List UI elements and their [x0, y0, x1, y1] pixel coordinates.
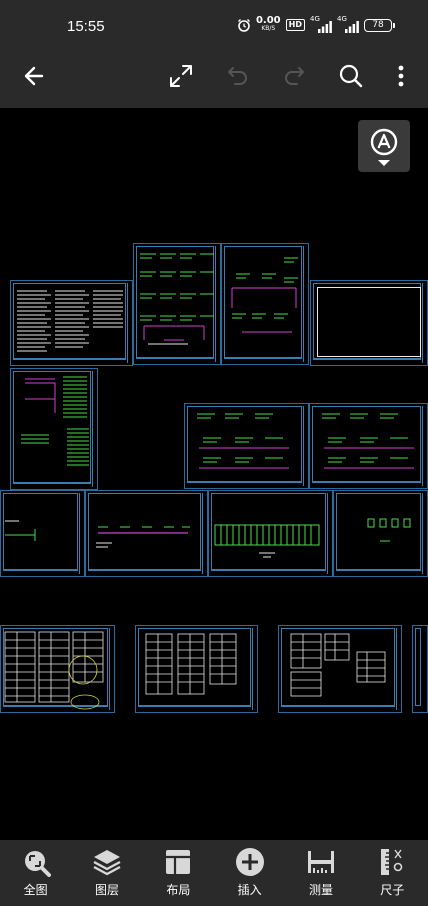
nav-label: 布局	[166, 883, 191, 897]
measure-icon	[307, 851, 334, 873]
nav-label: 图层	[94, 883, 119, 897]
status-time: 15:55	[67, 18, 105, 35]
drawing-sheet[interactable]	[0, 490, 85, 577]
sheet-table	[4, 631, 104, 710]
nav-layers[interactable]: 图层	[71, 840, 142, 906]
signal-4g-1: 4G	[310, 15, 332, 33]
drawing-sheet[interactable]	[333, 490, 428, 577]
sheet-schematic	[197, 413, 289, 469]
nav-label: 尺子	[380, 883, 405, 897]
drawing-sheet[interactable]	[412, 625, 428, 713]
battery-level: 78	[372, 20, 384, 30]
sheet-table	[145, 633, 237, 695]
sheet-text-notes	[17, 290, 123, 352]
alarm-icon	[237, 19, 250, 32]
nav-label: 插入	[237, 883, 262, 897]
snap-toggle-button[interactable]	[358, 120, 410, 172]
sheet-table	[290, 633, 386, 697]
drawing-sheet[interactable]	[221, 243, 309, 365]
signal-bars-icon	[345, 21, 359, 33]
toolbar	[0, 44, 428, 108]
expand-icon	[170, 65, 192, 87]
drawing-sheet[interactable]	[310, 280, 428, 366]
nav-label: 全图	[23, 883, 48, 897]
sheet-schematic	[214, 524, 320, 558]
redo-button[interactable]	[274, 56, 314, 96]
redo-icon	[285, 67, 304, 85]
drawing-sheet[interactable]	[0, 625, 115, 713]
hd-badge: HD	[285, 19, 305, 31]
net-speed-value: 0.00	[255, 15, 281, 26]
signal-bars-icon	[318, 21, 332, 33]
back-button[interactable]	[14, 56, 54, 96]
undo-icon	[228, 67, 247, 85]
arrow-left-icon	[24, 66, 44, 86]
nav-ruler[interactable]: 尺子	[357, 840, 428, 906]
drawing-sheet[interactable]	[309, 403, 428, 489]
more-vertical-icon	[398, 65, 404, 87]
drawing-sheet[interactable]	[10, 280, 133, 366]
bottom-nav: 全图 图层 布局 插入 测量 尺子	[0, 840, 428, 906]
signal-4g-2-label: 4G	[337, 15, 347, 23]
battery-icon: 78	[364, 18, 395, 32]
nav-zoom-extents[interactable]: 全图	[0, 840, 71, 906]
net-speed: 0.00 KB/S	[255, 15, 281, 33]
sheet-schematic	[96, 526, 190, 548]
nav-layout[interactable]: 布局	[143, 840, 214, 906]
snap-a-icon	[370, 128, 398, 156]
net-speed-unit: KB/S	[261, 25, 276, 32]
search-button[interactable]	[331, 56, 371, 96]
nav-measure[interactable]: 测量	[285, 840, 356, 906]
sheet-schematic	[5, 520, 36, 541]
fullscreen-button[interactable]	[161, 56, 201, 96]
more-button[interactable]	[381, 56, 421, 96]
layers-icon	[93, 850, 121, 876]
status-bar: 15:55 0.00 KB/S HD 4G 4G 78	[0, 0, 428, 44]
drawing-sheet[interactable]	[85, 490, 208, 577]
ruler-icon	[381, 849, 403, 875]
sheet-schematic	[367, 518, 411, 542]
sheet-schematic	[21, 376, 89, 466]
signal-4g-2: 4G	[337, 15, 359, 33]
dropdown-triangle-icon	[378, 160, 390, 166]
zoom-extents-icon	[24, 851, 51, 877]
drawing-sheet[interactable]	[133, 243, 221, 365]
layout-icon	[166, 850, 191, 874]
sheet-schematic	[140, 253, 214, 345]
drawing-sheet[interactable]	[278, 625, 402, 713]
undo-button[interactable]	[218, 56, 258, 96]
signal-4g-1-label: 4G	[310, 15, 320, 23]
sheet-schematic	[322, 413, 414, 469]
plus-circle-icon	[235, 848, 264, 876]
nav-insert[interactable]: 插入	[214, 840, 285, 906]
status-icons: 0.00 KB/S HD 4G 4G 78	[237, 15, 395, 35]
drawing-sheet[interactable]	[10, 368, 98, 490]
drawing-sheet[interactable]	[208, 490, 333, 577]
drawing-sheet[interactable]	[184, 403, 309, 489]
drawing-canvas[interactable]	[0, 108, 428, 840]
nav-label: 测量	[308, 883, 333, 897]
sheet-schematic	[231, 257, 298, 333]
search-icon	[339, 64, 363, 88]
drawing-sheet[interactable]	[135, 625, 258, 713]
